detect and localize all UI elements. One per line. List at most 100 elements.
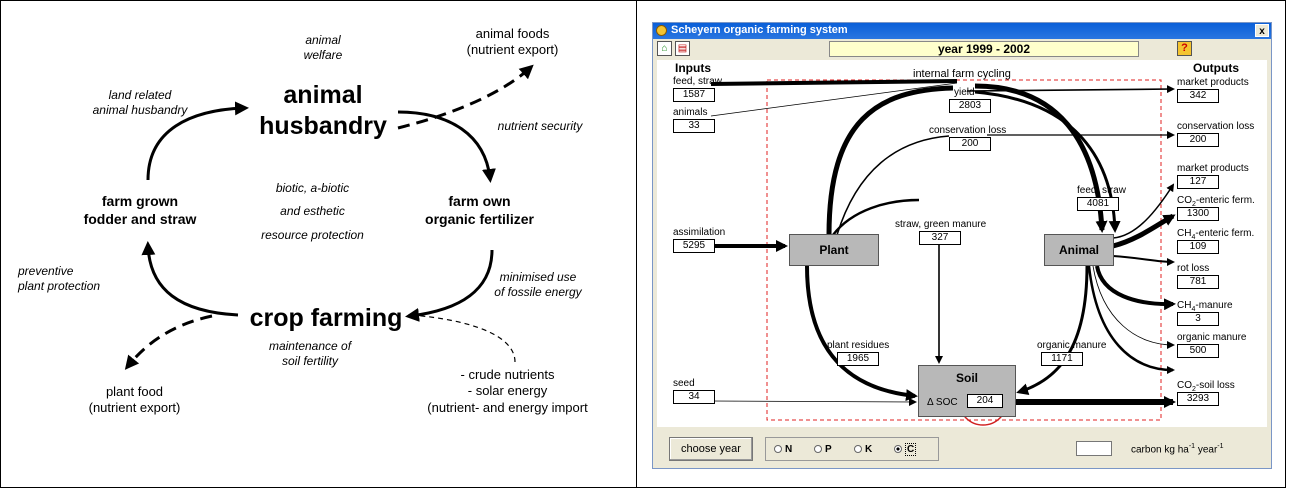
internal-label: conservation loss xyxy=(929,125,1007,136)
output-value: 3 xyxy=(1177,312,1219,326)
unit-label: carbon kg ha-1 year-1 xyxy=(1131,443,1224,456)
output-label: rot loss xyxy=(1177,263,1210,274)
output-label: conservation loss xyxy=(1177,121,1255,132)
output-label: organic manure xyxy=(1177,332,1247,343)
title-bar[interactable]: Scheyern organic farming system x xyxy=(653,23,1271,39)
node-animal[interactable]: Animal xyxy=(1044,234,1114,266)
radio-c[interactable]: C xyxy=(894,443,917,456)
output-label: market products xyxy=(1177,77,1249,88)
internal-label: plant residues xyxy=(827,340,890,351)
output-value: 342 xyxy=(1177,89,1219,103)
internal-label: organic manure xyxy=(1037,340,1107,351)
internal-label: yield xyxy=(954,87,975,98)
soc-value: 204 xyxy=(967,394,1003,408)
help-button[interactable]: ? xyxy=(1177,41,1192,56)
output-label: market products xyxy=(1177,163,1249,174)
header-internal-cycling: internal farm cycling xyxy=(913,68,1011,80)
cycle-arrows xyxy=(124,64,534,370)
app-window: Scheyern organic farming system x ⌂ ▤ ye… xyxy=(652,22,1272,469)
header-outputs: Outputs xyxy=(1193,61,1239,75)
input-label: seed xyxy=(673,378,695,389)
internal-value: 327 xyxy=(919,231,961,245)
radio-dot xyxy=(774,445,782,453)
label-imports: - crude nutrients- solar energy(nutrient… xyxy=(427,367,588,415)
panel-divider xyxy=(636,0,637,488)
input-label: assimilation xyxy=(673,227,726,238)
output-value: 1300 xyxy=(1177,207,1219,221)
label-animal-foods: animal foods(nutrient export) xyxy=(466,26,559,58)
arrow-animal-foods-export xyxy=(397,64,534,130)
flow-canvas: Inputs Outputs internal farm cycling fee… xyxy=(657,60,1267,427)
output-value: 781 xyxy=(1177,275,1219,289)
year-display: year 1999 - 2002 xyxy=(829,41,1139,57)
input-label: animals xyxy=(673,107,708,118)
radio-dot xyxy=(814,445,822,453)
arrow-husbandry-to-fertilizer xyxy=(397,110,496,183)
input-value: 1587 xyxy=(673,88,715,102)
soil-label: Soil xyxy=(955,371,978,385)
input-label: feed, straw xyxy=(673,76,722,87)
output-value: 109 xyxy=(1177,240,1219,254)
header-inputs: Inputs xyxy=(675,61,711,75)
internal-value: 1965 xyxy=(837,352,879,366)
output-label: CH4-enteric ferm. xyxy=(1177,228,1255,241)
app-icon xyxy=(656,25,667,36)
close-button[interactable]: x xyxy=(1255,24,1269,37)
label-nutrient-security: nutrient security xyxy=(497,119,583,133)
window-title: Scheyern organic farming system xyxy=(671,24,848,36)
radio-label: P xyxy=(825,444,832,455)
arrow-fertilizer-to-crop xyxy=(405,249,494,322)
book-icon[interactable]: ▤ xyxy=(675,41,690,56)
radio-label: N xyxy=(785,444,793,455)
input-value: 34 xyxy=(673,390,715,404)
output-value: 127 xyxy=(1177,175,1219,189)
arrow-fodder-to-husbandry xyxy=(146,101,249,181)
radio-n[interactable]: N xyxy=(774,444,792,455)
arrow-crop-to-fodder xyxy=(141,241,239,317)
value-field[interactable] xyxy=(1076,441,1112,456)
internal-value: 4081 xyxy=(1077,197,1119,211)
internal-label: feed, straw xyxy=(1077,185,1126,196)
radio-dot-selected xyxy=(894,445,902,453)
arrow-plant-food-export xyxy=(124,314,213,370)
input-value: 33 xyxy=(673,119,715,133)
input-value: 5295 xyxy=(673,239,715,253)
internal-value: 1171 xyxy=(1041,352,1083,366)
internal-value: 200 xyxy=(949,137,991,151)
toolbar: ⌂ ▤ year 1999 - 2002 ? xyxy=(653,39,1271,59)
node-crop-farming: crop farming xyxy=(249,304,403,332)
internal-value: 2803 xyxy=(949,99,991,113)
internal-cycling-boundary xyxy=(766,79,1162,421)
radio-label: C xyxy=(905,443,917,456)
output-label: CH4-manure xyxy=(1177,300,1233,313)
output-value: 200 xyxy=(1177,133,1219,147)
radio-p[interactable]: P xyxy=(814,444,832,455)
bottom-bar: choose year N P K C carbon kg ha-1 year-… xyxy=(653,431,1271,468)
delta-soc-label: Δ SOC xyxy=(927,397,958,408)
choose-year-button[interactable]: choose year xyxy=(669,437,753,461)
radio-label: K xyxy=(865,444,873,455)
nutrient-radio-group: N P K C xyxy=(765,437,939,461)
radio-dot xyxy=(854,445,862,453)
node-soil[interactable]: Soil xyxy=(918,365,1016,417)
output-label: CO2-enteric ferm. xyxy=(1177,195,1255,208)
output-label: CO2-soil loss xyxy=(1177,380,1235,393)
output-value: 500 xyxy=(1177,344,1219,358)
output-value: 3293 xyxy=(1177,392,1219,406)
radio-k[interactable]: K xyxy=(854,444,872,455)
arrow-import xyxy=(408,310,516,363)
internal-label: straw, green manure xyxy=(895,219,987,230)
node-plant[interactable]: Plant xyxy=(789,234,879,266)
home-icon[interactable]: ⌂ xyxy=(657,41,672,56)
label-plant-food: plant food(nutrient export) xyxy=(88,384,181,416)
